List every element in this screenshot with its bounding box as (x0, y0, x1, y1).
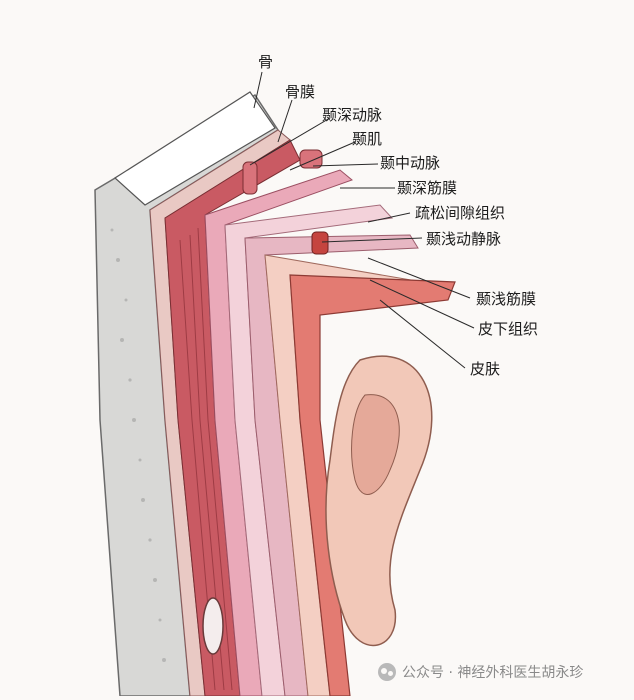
bone-texture (110, 228, 166, 662)
leader-subcutaneous (369, 279, 475, 329)
label-superficial-temporal-vessels: 颞浅动静脉 (426, 230, 502, 248)
leader-superficial-vessels (321, 237, 423, 243)
leader-skin (379, 299, 466, 369)
leader-middle-temporal-artery (312, 163, 379, 167)
watermark: 公众号 · 神经外科医生胡永珍 (378, 662, 583, 682)
leader-deep-temporal-artery (249, 117, 331, 166)
leader-loose-areolar (367, 212, 411, 223)
leader-lines (249, 71, 475, 369)
leader-temporalis (289, 141, 356, 171)
bottom-vessel-oval (202, 597, 224, 655)
label-deep-temporal-fascia: 颞深筋膜 (397, 179, 458, 197)
leader-superficial-fascia (367, 257, 471, 299)
superficial-temporal-vessel (311, 231, 329, 255)
label-middle-temporal-artery: 颞中动脉 (380, 154, 441, 172)
leader-bone (253, 71, 263, 109)
label-skin: 皮肤 (470, 360, 501, 378)
label-bone: 骨 (258, 53, 274, 71)
bone-top-face (114, 91, 276, 206)
deep-temporal-artery-vessel (242, 161, 258, 195)
label-deep-temporal-artery: 颞深动脉 (322, 106, 383, 124)
label-periosteum: 骨膜 (285, 83, 316, 101)
skin-layer (289, 274, 456, 697)
ear-inner (351, 394, 400, 495)
middle-temporal-artery-vessel (299, 149, 323, 169)
watermark-text: 公众号 · 神经外科医生胡永珍 (402, 665, 584, 681)
label-temporalis: 颞肌 (352, 130, 383, 148)
leader-periosteum (277, 99, 293, 143)
label-superficial-temporal-fascia: 颞浅筋膜 (476, 290, 537, 308)
wechat-icon (378, 663, 396, 681)
label-subcutaneous: 皮下组织 (478, 320, 539, 338)
label-loose-areolar: 疏松间隙组织 (415, 204, 506, 222)
